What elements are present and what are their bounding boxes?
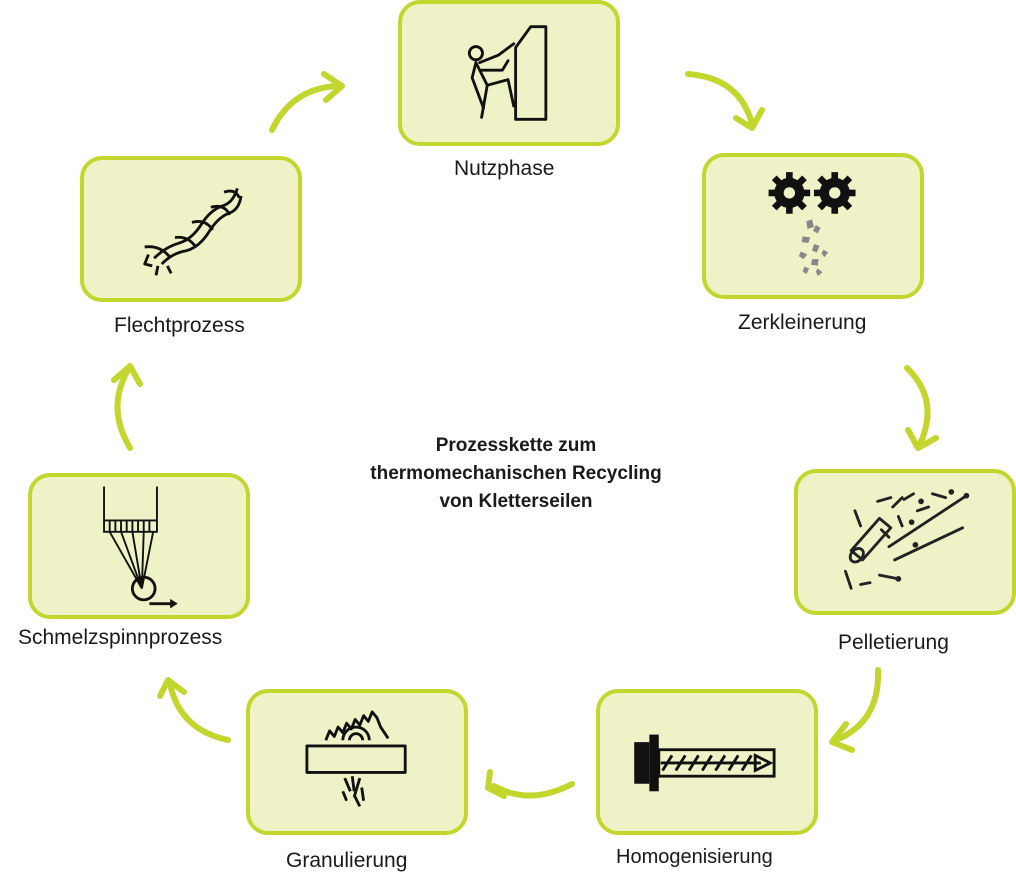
step-box-zerkleinerung	[702, 153, 924, 299]
step-box-flechtprozess	[80, 156, 302, 302]
title-line-2: thermomechanischen Recycling	[370, 463, 662, 484]
rope-icon	[143, 187, 243, 276]
climber-icon	[467, 25, 548, 121]
diagram-title: Prozesskette zum thermomechanischen Recy…	[316, 432, 716, 516]
step-label-pelletierung: Pelletierung	[838, 631, 949, 654]
step-label-nutzphase: Nutzphase	[454, 157, 555, 180]
step-box-granulierung	[246, 689, 468, 835]
extruder-screw-icon	[634, 734, 776, 792]
arrowhead-pellet-to-homog	[829, 721, 855, 753]
pellet-icon	[844, 489, 970, 590]
gear-shredder-icon	[768, 172, 856, 277]
step-label-schmelzspinnprozess: Schmelzspinnprozess	[18, 626, 223, 649]
arrowhead-zerk-to-pellet	[905, 427, 939, 451]
arrowhead-nutz-to-zerk	[733, 107, 765, 131]
title-line-3: von Kletterseilen	[439, 491, 593, 512]
arrowhead-granul-to-spin	[157, 677, 187, 699]
arrow-pellet-to-homog	[833, 667, 882, 743]
title-line-1: Prozesskette zum	[435, 435, 597, 456]
step-label-granulierung: Granulierung	[286, 849, 408, 872]
arrowhead-granul	[485, 769, 507, 799]
step-label-homogenisierung: Homogenisierung	[616, 846, 773, 868]
step-label-flechtprozess: Flechtprozess	[114, 314, 245, 337]
step-box-pelletierung	[794, 469, 1016, 615]
saw-blade-icon	[305, 710, 407, 808]
arrow-nutz-to-zerk	[685, 71, 755, 127]
step-label-zerkleinerung: Zerkleinerung	[738, 311, 867, 334]
step-box-homogenisierung	[596, 689, 818, 835]
spinneret-icon	[103, 486, 178, 609]
arrowhead-spin-to-flecht	[111, 363, 143, 387]
step-box-nutzphase	[398, 0, 620, 146]
arrowhead-flecht-to-nutz	[321, 71, 345, 103]
arrow-flecht-to-nutz	[269, 83, 341, 133]
arrow-spin-to-flecht	[114, 367, 133, 451]
arrow-homog-to-granul	[491, 781, 575, 799]
arrow-granul-to-spin	[167, 681, 231, 743]
step-box-schmelzspinnprozess	[28, 473, 250, 619]
arrow-zerk-to-pellet	[904, 365, 931, 447]
